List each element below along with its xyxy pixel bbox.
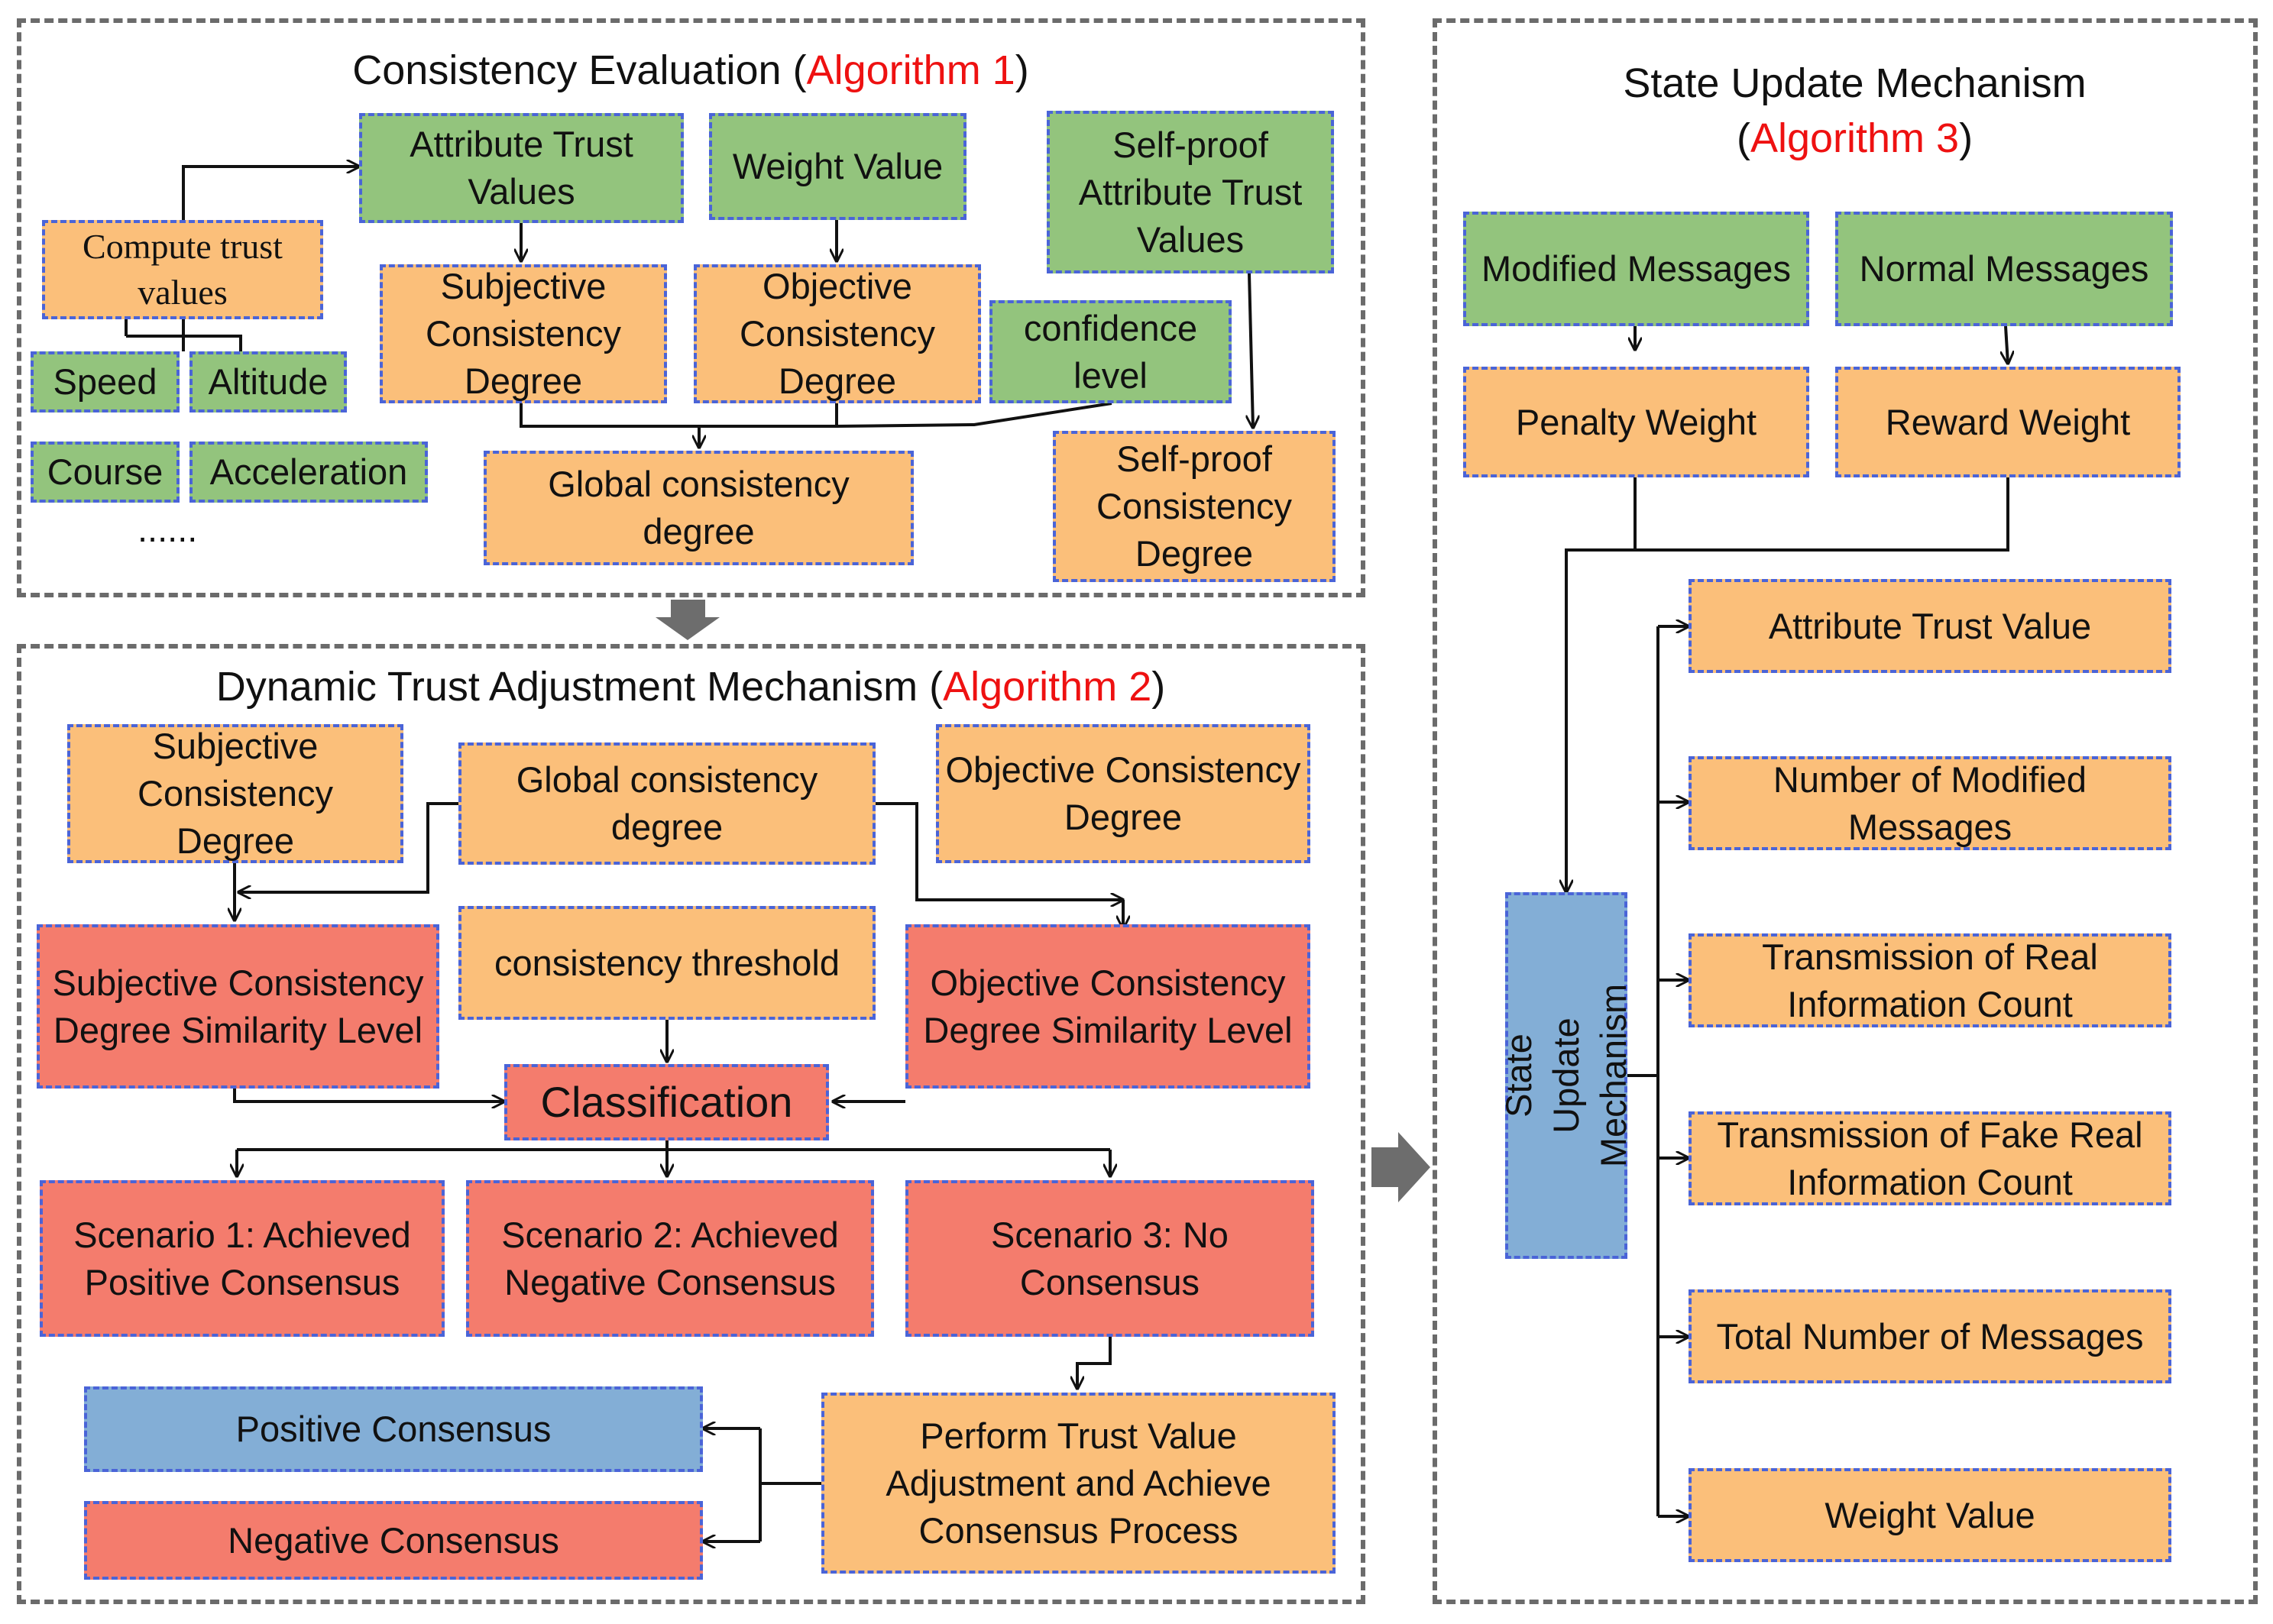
dta-subjective-consistency-degree-box: Subjective Consistency Degree: [67, 724, 403, 863]
state-update-panel: [1433, 18, 2258, 1604]
reward-weight-box: Reward Weight: [1835, 367, 2181, 477]
transmission-fake-count-box: Transmission of Fake Real Information Co…: [1689, 1111, 2171, 1205]
subjective-consistency-degree-box: Subjective Consistency Degree: [380, 264, 667, 403]
weight-value-box: Weight Value: [709, 113, 967, 220]
dynamic-title-text: Dynamic Trust Adjustment Mechanism: [215, 664, 918, 710]
normal-messages-box: Normal Messages: [1835, 212, 2173, 326]
attribute-trust-values-box: Attribute Trust Values: [359, 113, 684, 223]
total-messages-box: Total Number of Messages: [1689, 1289, 2171, 1383]
objective-similarity-level-box: Objective Consistency Degree Similarity …: [905, 924, 1310, 1089]
objective-consistency-degree-box: Objective Consistency Degree: [694, 264, 981, 403]
state-update-mechanism-box: State Update Mechanism: [1498, 892, 1634, 1259]
negative-consensus-box: Negative Consensus: [84, 1501, 703, 1580]
dynamic-panel-title: Dynamic Trust Adjustment Mechanism (Algo…: [215, 664, 1166, 710]
penalty-weight-box: Penalty Weight: [1463, 367, 1809, 477]
confidence-level-box: confidence level: [989, 300, 1232, 403]
state-title-text: State Update Mechanism: [1623, 60, 2087, 106]
algorithm-1-label: Algorithm 1: [806, 47, 1015, 93]
modified-messages-box: Modified Messages: [1463, 212, 1809, 326]
altitude-box: Altitude: [189, 351, 347, 412]
attribute-ellipsis: ......: [138, 509, 198, 549]
attribute-trust-value-box: Attribute Trust Value: [1689, 579, 2171, 673]
self-proof-consistency-degree-box: Self-proof Consistency Degree: [1053, 431, 1336, 582]
self-proof-attribute-trust-values-box: Self-proof Attribute Trust Values: [1047, 111, 1334, 273]
consistency-evaluation-panel: [17, 18, 1365, 597]
state-panel-title: State Update Mechanism (Algorithm 3): [1433, 56, 2273, 166]
compute-trust-values-box: Compute trust values: [42, 220, 323, 319]
algorithm-3-label: Algorithm 3: [1750, 115, 1960, 161]
consistency-threshold-box: consistency threshold: [458, 906, 876, 1020]
classification-box: Classification: [504, 1064, 829, 1140]
scenario-2-box: Scenario 2: Achieved Negative Consensus: [466, 1180, 874, 1337]
dta-objective-consistency-degree-box: Objective Consistency Degree: [936, 724, 1310, 863]
acceleration-box: Acceleration: [189, 442, 428, 503]
consistency-title-text: Consistency Evaluation: [352, 47, 782, 93]
course-box: Course: [31, 442, 180, 503]
scenario-3-box: Scenario 3: No Consensus: [905, 1180, 1314, 1337]
positive-consensus-box: Positive Consensus: [84, 1386, 703, 1472]
subjective-similarity-level-box: Subjective Consistency Degree Similarity…: [37, 924, 439, 1089]
transmission-real-count-box: Transmission of Real Information Count: [1689, 933, 2171, 1027]
weight-value-output-box: Weight Value: [1689, 1468, 2171, 1562]
global-consistency-degree-box: Global consistency degree: [484, 451, 914, 565]
dynamic-trust-adjustment-panel: [17, 644, 1365, 1604]
number-modified-messages-box: Number of Modified Messages: [1689, 756, 2171, 850]
consistency-panel-title: Consistency Evaluation (Algorithm 1): [352, 47, 1029, 93]
perform-trust-adjustment-box: Perform Trust Value Adjustment and Achie…: [821, 1393, 1336, 1574]
algorithm-2-label: Algorithm 2: [943, 664, 1152, 710]
speed-box: Speed: [31, 351, 180, 412]
scenario-1-box: Scenario 1: Achieved Positive Consensus: [40, 1180, 445, 1337]
dta-global-consistency-degree-box: Global consistency degree: [458, 742, 876, 865]
